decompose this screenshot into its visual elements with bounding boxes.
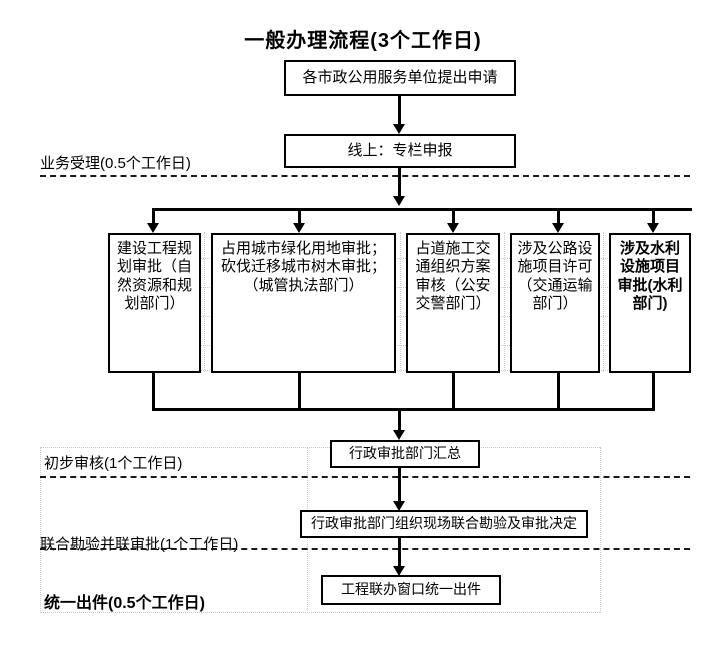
page-title: 一般办理流程(3个工作日) [244,30,482,52]
grid-col-line-2 [400,232,401,372]
node-online[interactable]: 线上：专栏申报 [284,134,516,168]
merge-leg-3 [452,373,455,411]
split-leg-5 [652,208,655,225]
node-parallel-4[interactable]: 涉及公路设施项目许可（交通运输部门） [510,233,600,373]
merge-leg-4 [557,373,560,411]
grid-lower-left [40,447,41,613]
connector-online-split [398,168,401,202]
merge-leg-2 [298,373,301,411]
split-bar [152,208,692,211]
merge-leg-5 [652,373,655,411]
node-joint-inspection-label: 行政审批部门组织现场联合勘验及审批决定 [311,515,577,532]
node-parallel-5[interactable]: 涉及水利设施项目审批(水利部门) [609,233,691,373]
phase-label-acceptance: 业务受理(0.5个工作日) [40,155,191,172]
merge-leg-1 [152,373,155,411]
arrowhead-apply-online [393,124,405,134]
phase-label-unified-output: 统一出件(0.5个工作日) [44,595,205,612]
connector-summary-joint [398,468,401,504]
phase-divider-2 [40,476,690,478]
node-parallel-4-label: 涉及公路设施项目许可（交通运输部门） [517,240,593,312]
merge-bar [152,408,655,411]
node-unified-output-label: 工程联办窗口统一出件 [341,581,481,598]
arrowhead-joint-output [393,566,405,576]
node-apply[interactable]: 各市政公用服务单位提出申请 [284,60,516,96]
arrowhead-branch-4 [552,223,564,233]
arrowhead-branch-5 [647,223,659,233]
grid-col-line-3 [504,232,505,372]
grid-col-line-1 [204,232,205,372]
grid-lower-bottom [40,612,600,613]
arrowhead-merge-summary [393,430,405,440]
node-parallel-1[interactable]: 建设工程规划审批（自然资源和规划部门） [108,233,201,373]
node-parallel-2[interactable]: 占用城市绿化用地审批；砍伐迁移城市树木审批；（城管执法部门） [211,233,396,373]
node-online-label: 线上：专栏申报 [347,141,453,159]
grid-col-line-4 [603,232,604,372]
node-parallel-2-label: 占用城市绿化用地审批；砍伐迁移城市树木审批；（城管执法部门） [220,240,386,294]
node-summary-label: 行政审批部门汇总 [349,445,461,462]
connector-joint-output [398,538,401,570]
node-parallel-5-label: 涉及水利设施项目审批(水利部门) [617,240,683,312]
phase-label-preliminary: 初步审核(1个工作日) [44,455,183,472]
split-leg-4 [557,208,560,225]
node-summary[interactable]: 行政审批部门汇总 [330,440,480,468]
arrowhead-branch-3 [447,223,459,233]
arrowhead-branch-1 [147,223,159,233]
phase-divider-1 [40,175,690,177]
split-leg-2 [298,208,301,225]
node-parallel-1-label: 建设工程规划审批（自然资源和规划部门） [116,240,192,312]
split-leg-1 [152,208,155,225]
node-unified-output[interactable]: 工程联办窗口统一出件 [321,575,501,605]
node-parallel-3-label: 占道施工交通组织方案审核（公安交警部门） [415,240,491,312]
arrowhead-summary-joint [393,501,405,511]
node-joint-inspection[interactable]: 行政审批部门组织现场联合勘验及审批决定 [300,510,588,538]
arrowhead-online-split [393,196,405,206]
connector-apply-online [398,96,401,126]
grid-lower-right [600,447,601,613]
arrowhead-branch-2 [293,223,305,233]
split-leg-3 [452,208,455,225]
node-parallel-3[interactable]: 占道施工交通组织方案审核（公安交警部门） [406,233,500,373]
connector-merge-summary [398,408,401,432]
grid-lower-top [40,447,600,448]
phase-label-joint-review: 联合勘验并联审批(1个工作日) [40,536,239,553]
node-apply-label: 各市政公用服务单位提出申请 [302,68,498,86]
phase-divider-3 [40,548,690,550]
